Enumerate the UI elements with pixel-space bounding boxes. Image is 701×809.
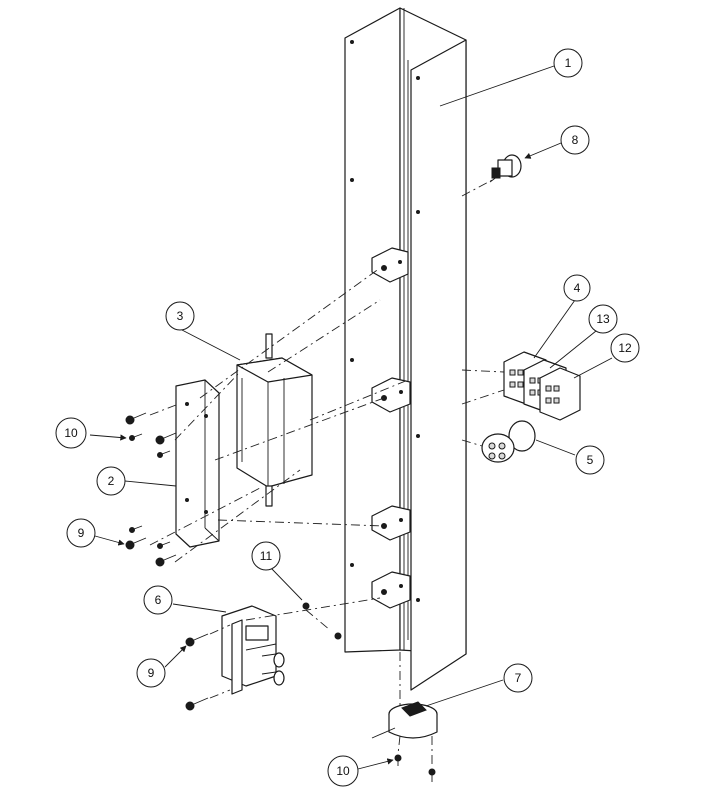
callout-label: 7 bbox=[515, 671, 522, 685]
mounting-plate bbox=[175, 379, 220, 548]
leader-lines bbox=[89, 65, 613, 770]
callout-label: 12 bbox=[618, 341, 632, 355]
callout-4: 4 bbox=[563, 274, 591, 302]
assembly-lines bbox=[149, 177, 505, 768]
key-switch bbox=[489, 154, 522, 183]
callout-11: 11 bbox=[251, 541, 281, 571]
relay-contactor bbox=[221, 605, 285, 695]
callout-1: 1 bbox=[553, 48, 583, 78]
callout-label: 11 bbox=[260, 549, 273, 563]
callout-9-lower: 9 bbox=[136, 658, 166, 688]
mount-bracket bbox=[371, 505, 411, 541]
hex-bolt bbox=[155, 554, 177, 567]
small-screw bbox=[394, 754, 436, 782]
terminal-block bbox=[539, 367, 581, 421]
callout-10-lower: 10 bbox=[327, 755, 359, 787]
callout-9-upper: 9 bbox=[66, 518, 96, 548]
enclosure-box bbox=[236, 333, 313, 507]
callout-5: 5 bbox=[575, 445, 605, 475]
mount-bracket bbox=[371, 247, 409, 283]
mount-bracket bbox=[371, 571, 411, 609]
callout-12: 12 bbox=[610, 333, 640, 363]
small-nut bbox=[302, 602, 342, 640]
callout-10-upper: 10 bbox=[55, 417, 87, 449]
callout-label: 4 bbox=[574, 281, 581, 295]
small-screw bbox=[129, 433, 171, 549]
hex-bolt bbox=[125, 537, 147, 550]
callout-2: 2 bbox=[96, 466, 126, 496]
callout-label: 5 bbox=[587, 453, 594, 467]
callout-3: 3 bbox=[165, 301, 195, 331]
callout-label: 9 bbox=[148, 666, 155, 680]
mount-bracket bbox=[371, 377, 411, 413]
callout-8: 8 bbox=[560, 125, 590, 155]
channel-post bbox=[344, 7, 467, 691]
hex-bolt bbox=[155, 432, 177, 445]
callout-7: 7 bbox=[503, 663, 533, 693]
callout-label: 3 bbox=[177, 309, 184, 323]
callout-6: 6 bbox=[143, 585, 173, 615]
hex-bolt bbox=[125, 412, 147, 425]
callout-label: 9 bbox=[78, 526, 85, 540]
callout-label: 1 bbox=[565, 56, 572, 70]
callout-label: 2 bbox=[108, 474, 115, 488]
callout-label: 8 bbox=[572, 133, 579, 147]
hex-bolt bbox=[185, 633, 209, 711]
callout-label: 10 bbox=[336, 764, 350, 778]
callout-label: 6 bbox=[155, 593, 162, 607]
push-button bbox=[481, 420, 536, 463]
callout-label: 10 bbox=[64, 426, 78, 440]
callout-13: 13 bbox=[588, 304, 618, 334]
callout-label: 13 bbox=[596, 312, 610, 326]
buzzer bbox=[371, 701, 438, 739]
